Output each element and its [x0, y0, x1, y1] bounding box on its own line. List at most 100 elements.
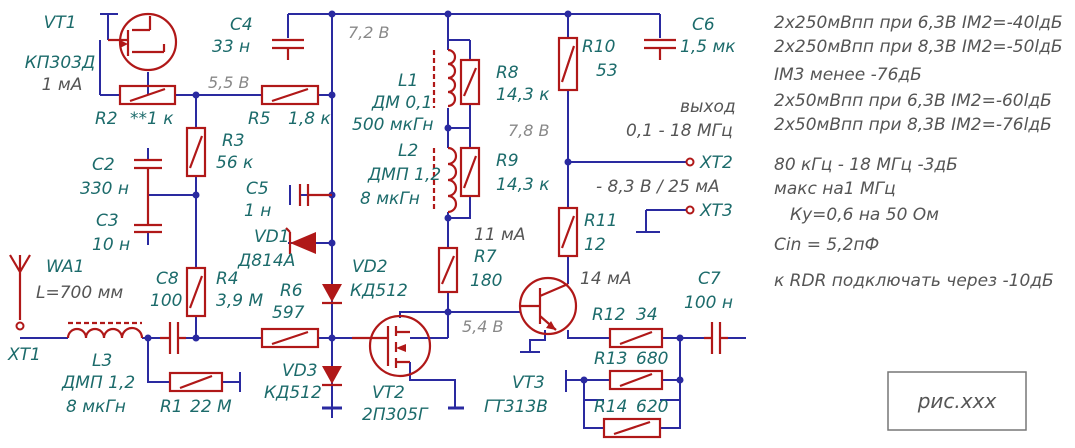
label-c5: С5 — [246, 179, 269, 199]
label-vd1: VD1 — [254, 227, 290, 247]
resistor-r6 — [260, 327, 320, 349]
label-r12-val: 34 — [636, 305, 658, 325]
capacitor-c7 — [704, 322, 728, 354]
resistor-r4 — [185, 266, 207, 318]
antenna-icon — [9, 254, 31, 320]
label-vd3-type: КД512 — [264, 383, 322, 403]
inductor-l3 — [66, 321, 144, 339]
label-r9-val: 14,3 к — [496, 175, 550, 195]
label-c7-val: 100 н — [684, 293, 733, 313]
label-l3-type: ДМП 1,2 — [61, 373, 135, 393]
resistor-r2 — [118, 84, 177, 106]
capacitor-c3 — [134, 195, 162, 234]
label-cur11: 11 мА — [474, 225, 526, 245]
label-c5-val: 1 н — [244, 201, 271, 221]
label-r1-val: 22 М — [190, 397, 232, 417]
inductor-l2 — [432, 146, 458, 214]
label-vt1-type: КП303Д — [25, 53, 96, 73]
label-r7-val: 180 — [470, 271, 502, 291]
resistor-r1 — [168, 371, 224, 393]
diode-vd2 — [322, 284, 342, 305]
note-line-3: IM3 менее -76дБ — [774, 65, 922, 85]
label-out: выход — [680, 97, 736, 117]
capacitor-c8 — [160, 322, 186, 354]
wires — [19, 13, 746, 429]
note-line-2: 2x250мВпп при 8,3В IM2=-50lдБ — [774, 37, 1063, 57]
label-vbias: - 8,3 В / 25 мА — [596, 177, 720, 197]
label-l1-val: 500 мкГн — [352, 115, 434, 135]
note-line-1: 2x250мВпп при 6,3В IM2=-40lдБ — [774, 13, 1063, 33]
label-r6-val: 597 — [272, 303, 305, 323]
label-l3: L3 — [92, 351, 112, 371]
label-r5-val: 1,8 к — [288, 109, 331, 129]
terminals — [15, 157, 695, 331]
zener-vd1 — [285, 227, 316, 254]
label-r7: R7 — [474, 247, 497, 267]
label-c8-val: 100 — [150, 291, 182, 311]
note-line-7: макс на1 МГц — [774, 179, 896, 199]
vt2-transistor — [352, 314, 432, 378]
capacitor-c2 — [134, 158, 162, 195]
label-vt1-current: 1 мА — [42, 75, 83, 95]
label-r12: R12 — [592, 305, 625, 325]
label-c6-val: 1,5 мк — [680, 37, 736, 57]
label-r2-val: **1 к — [130, 109, 174, 129]
label-r13: R13 — [594, 349, 627, 369]
label-v72: 7,2 В — [348, 23, 390, 42]
label-l1: L1 — [398, 71, 418, 91]
resistor-r3 — [185, 126, 207, 178]
label-r2: R2 — [95, 109, 118, 129]
note-line-4: 2x50мВпп при 6,3В IM2=-60lдБ — [774, 91, 1052, 111]
label-r9: R9 — [496, 151, 519, 171]
resistor-r7 — [437, 246, 459, 294]
label-r13-val: 680 — [636, 349, 668, 369]
note-line-6: 80 кГц - 18 МГц -3дБ — [774, 155, 958, 175]
capacitor-c5 — [298, 184, 332, 206]
note-line-8: Ку=0,6 на 50 Ом — [790, 205, 939, 225]
label-cur14: 14 мА — [580, 269, 632, 289]
capacitor-c4 — [272, 38, 304, 60]
label-r5: R5 — [248, 109, 271, 129]
label-l2-type: ДМП 1,2 — [367, 165, 441, 185]
component-labels: VT1 КП303Д 1 мА С4 33 н 7,2 В С6 1,5 мк … — [7, 13, 736, 425]
resistor-r5 — [260, 84, 320, 106]
label-xt2: ХТ2 — [699, 153, 733, 173]
label-r8: R8 — [496, 63, 519, 83]
label-c3-val: 10 н — [92, 235, 130, 255]
label-r3-val: 56 к — [216, 153, 254, 173]
label-v55: 5,5 В — [208, 73, 250, 92]
label-r8-val: 14,3 к — [496, 85, 550, 105]
label-c4: С4 — [230, 15, 253, 35]
resistor-r10 — [557, 36, 579, 92]
label-out-range: 0,1 - 18 МГц — [626, 121, 733, 141]
figure-label: рис.ххх — [917, 389, 997, 413]
label-vt1: VT1 — [44, 13, 77, 33]
label-r4-val: 3,9 М — [216, 291, 263, 311]
resistor-r14 — [602, 417, 662, 439]
resistor-r8 — [459, 58, 481, 106]
notes-block: 2x250мВпп при 6,3В IM2=-40lдБ 2x250мВпп … — [774, 13, 1063, 291]
label-c2: С2 — [92, 155, 115, 175]
note-line-10: к RDR подключать через -10дБ — [774, 271, 1054, 291]
label-vd2: VD2 — [352, 257, 388, 277]
label-c4-val: 33 н — [212, 37, 250, 57]
resistor-r11 — [557, 206, 579, 258]
label-c6: С6 — [692, 15, 715, 35]
label-r10: R10 — [582, 37, 615, 57]
junction-dots — [144, 10, 684, 384]
label-vd2-type: КД512 — [350, 281, 408, 301]
resistor-r9 — [459, 146, 481, 198]
label-c3: С3 — [96, 211, 119, 231]
label-l3-val: 8 мкГн — [66, 397, 126, 417]
diode-vd3 — [322, 366, 342, 387]
label-wa1-len: L=700 мм — [36, 283, 123, 303]
label-vt3: VT3 — [512, 373, 545, 393]
label-r11-val: 12 — [584, 235, 606, 255]
label-vt2: VT2 — [372, 383, 405, 403]
label-r4: R4 — [216, 269, 239, 289]
label-r14: R14 — [594, 397, 627, 417]
label-vt2-type: 2П305Г — [362, 405, 429, 425]
label-r14-val: 620 — [636, 397, 668, 417]
label-vt3-type: ГТ313В — [484, 397, 548, 417]
label-v54: 5,4 В — [462, 317, 504, 336]
